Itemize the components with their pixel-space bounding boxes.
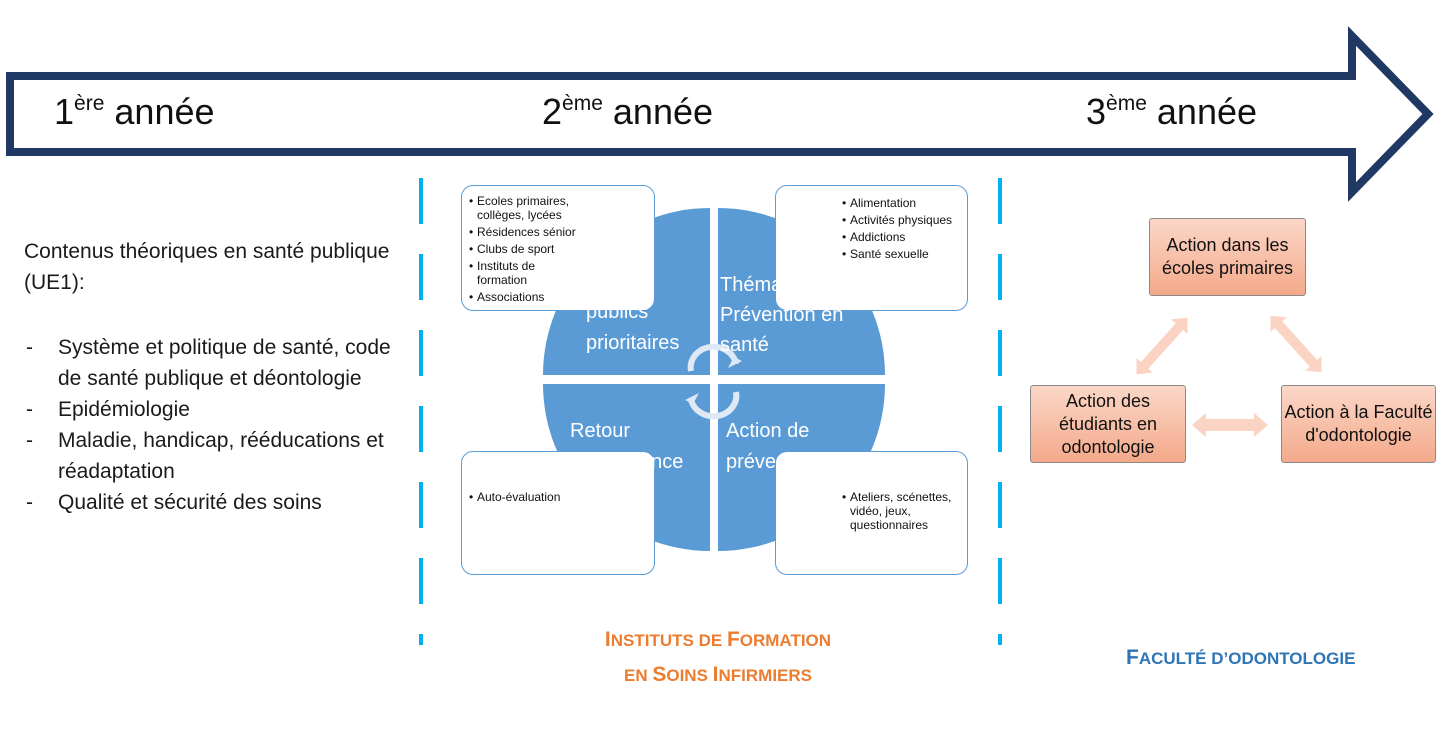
quadrant-label-retour: Retour d’expérience xyxy=(570,420,684,473)
action-box-ecoles: Action dans les écoles primaires xyxy=(1149,218,1306,296)
box-thematiques: Alimentation Activités physiques Addicti… xyxy=(775,185,968,311)
list-item: Résidences sénior xyxy=(469,225,579,239)
cycle-arrowhead-right xyxy=(728,357,742,368)
list-item: Qualité et sécurité des soins xyxy=(24,487,416,518)
list-item: Alimentation xyxy=(842,196,967,210)
box-retour: Auto-évaluation xyxy=(461,451,655,575)
list-item: Santé sexuelle xyxy=(842,247,967,261)
list-item: Epidémiologie xyxy=(24,394,416,425)
action-box-faculte: Action à la Faculté d'odontologie xyxy=(1281,385,1436,463)
list-item: Auto-évaluation xyxy=(469,490,654,504)
timeline-arrow xyxy=(6,26,1434,202)
year-label-2: 2ème année xyxy=(542,91,714,132)
first-year-title: Contenus théoriques en santé publique (U… xyxy=(24,240,390,294)
institution-label: INSTITUTS DE FORMATION EN SOINS INFIRMIE… xyxy=(604,628,832,686)
list-item: Clubs de sport xyxy=(469,242,579,256)
list-item: Activités physiques xyxy=(842,213,967,227)
box-lieux: Ecoles primaires, collèges, lycées Résid… xyxy=(461,185,655,311)
cycle-arrows-icon xyxy=(687,343,740,420)
list-item: Ecoles primaires, collèges, lycées xyxy=(469,194,579,222)
box-action: Ateliers, scénettes, vidéo, jeux, questi… xyxy=(775,451,968,575)
quadrant-label-action: Action de prévention xyxy=(726,420,820,473)
action-box-etudiants: Action des étudiants en odontologie xyxy=(1030,385,1186,463)
cycle-arrowhead-left xyxy=(685,393,699,404)
list-item: Instituts de formation xyxy=(469,259,579,287)
quadrant-label-thematiques: Thématiques Prévention en santé xyxy=(720,274,844,356)
quadrant-label-lieux: Lieux : publics prioritaires xyxy=(586,270,680,354)
list-item: Maladie, handicap, rééducations et réada… xyxy=(24,425,416,487)
list-item: Système et politique de santé, code de s… xyxy=(24,332,416,394)
year-label-1: 1ère année xyxy=(54,91,215,132)
link-arrows xyxy=(1136,315,1322,437)
list-item: Addictions xyxy=(842,230,967,244)
first-year-list: Système et politique de santé, code de s… xyxy=(24,332,416,518)
list-item: Associations xyxy=(469,290,579,304)
year-label-3: 3ème année xyxy=(1086,91,1258,132)
list-item: Ateliers, scénettes, vidéo, jeux, questi… xyxy=(842,490,952,532)
faculty-label: FACULTÉ D’ODONTOLOGIE xyxy=(1126,646,1356,669)
